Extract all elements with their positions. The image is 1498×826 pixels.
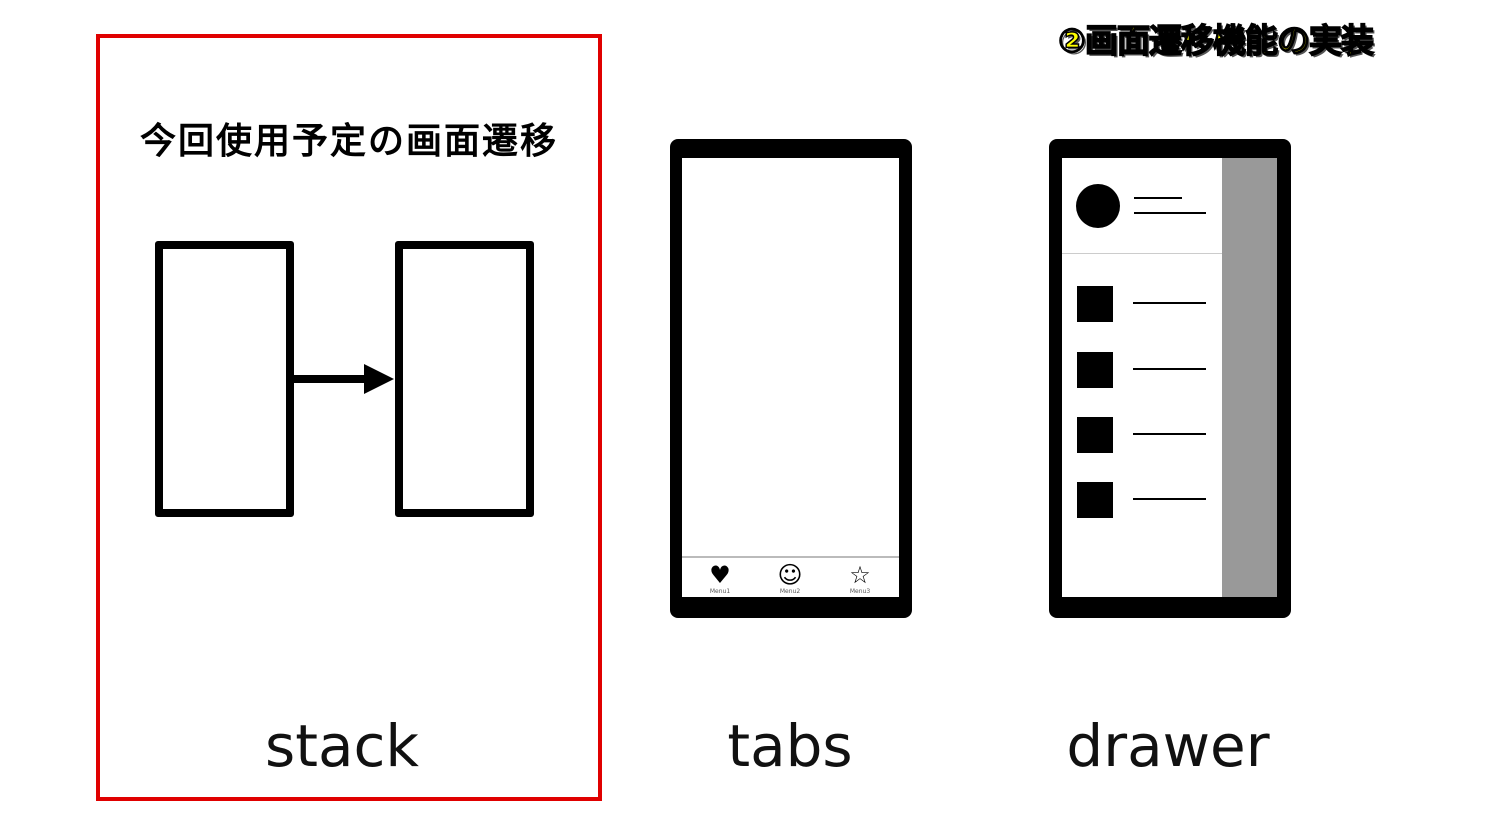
drawer-label: drawer	[1066, 712, 1270, 780]
arrow-right-icon	[364, 364, 394, 394]
stack-heading: 今回使用予定の画面遷移	[139, 121, 558, 162]
stack-screen-2	[395, 241, 534, 517]
tab-menu2[interactable]: ☺Menu2	[755, 562, 825, 595]
tab-menu3[interactable]: ☆Menu3	[825, 562, 895, 595]
drawer-item-icon	[1077, 352, 1113, 388]
drawer-item-line	[1133, 433, 1206, 435]
tab-bar: ♥Menu1 ☺Menu2 ☆Menu3	[682, 556, 899, 597]
tabs-phone-screen: ♥Menu1 ☺Menu2 ☆Menu3	[682, 158, 899, 597]
drawer-item-line	[1133, 368, 1206, 370]
drawer-phone	[1049, 139, 1291, 618]
drawer-overlay	[1222, 158, 1277, 597]
drawer-item-icon	[1077, 482, 1113, 518]
drawer-divider	[1062, 253, 1222, 254]
stack-label: stack	[265, 712, 419, 780]
slide-section-title: ②画面遷移機能の実装	[1057, 20, 1374, 61]
stack-screen-1	[155, 241, 294, 517]
heart-icon: ♥	[709, 561, 731, 589]
tabs-label: tabs	[727, 712, 853, 780]
star-icon: ☆	[849, 561, 871, 589]
avatar	[1076, 184, 1120, 228]
drawer-item-icon	[1077, 286, 1113, 322]
smiley-icon: ☺	[777, 561, 803, 589]
drawer-header-line	[1134, 197, 1182, 199]
drawer-header-line	[1134, 212, 1206, 214]
arrow-shaft	[293, 375, 368, 383]
drawer-item-line	[1133, 498, 1206, 500]
drawer-item-line	[1133, 302, 1206, 304]
tabs-phone: ♥Menu1 ☺Menu2 ☆Menu3	[670, 139, 912, 618]
stack-highlight-box	[96, 34, 602, 801]
tab-menu1[interactable]: ♥Menu1	[685, 562, 755, 595]
drawer-item-icon	[1077, 417, 1113, 453]
